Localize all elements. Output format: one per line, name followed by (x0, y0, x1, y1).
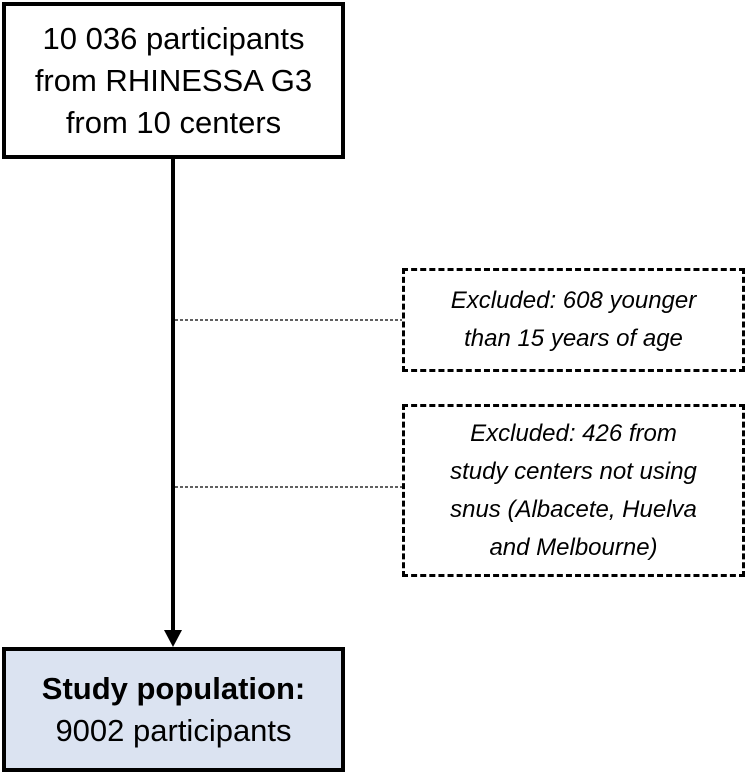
flow-arrowhead (164, 630, 182, 647)
study-population-box: Study population: 9002 participants (2, 647, 345, 772)
exclusion-box-age: Excluded: 608 younger than 15 years of a… (402, 268, 745, 372)
exclusion-box-centers: Excluded: 426 from study centers not usi… (402, 404, 745, 577)
exclusion-1-line-1: Excluded: 608 younger (450, 287, 697, 314)
exclusion-2-line-3: snus (Albacete, Huelva (450, 495, 697, 523)
exclusion-1-line-2: than 15 years of age (464, 325, 683, 352)
exclusion-2-line-2: study centers not using (450, 457, 697, 485)
source-line-2: from RHINESSA G3 (34, 62, 313, 98)
source-line-1: 10 036 participants (42, 20, 305, 56)
source-population-box: 10 036 participants from RHINESSA G3 fro… (2, 2, 345, 159)
study-population-count: 9002 participants (55, 712, 292, 748)
exclusion-2-line-4: and Melbourne) (489, 533, 658, 561)
exclusion-2-line-1: Excluded: 426 from (470, 419, 677, 447)
source-line-3: from 10 centers (65, 104, 282, 140)
study-population-title: Study population: (41, 670, 306, 706)
